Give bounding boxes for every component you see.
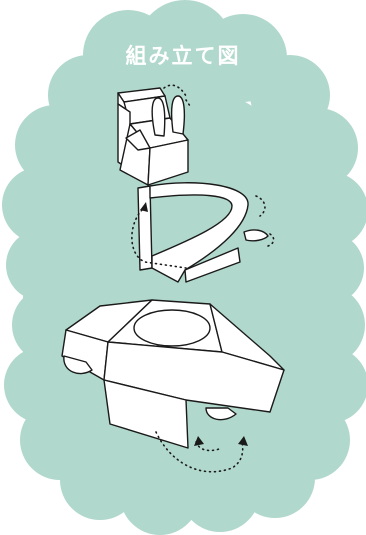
car-roof-opening (134, 310, 210, 346)
diagram-title: 組み立て図 (0, 40, 366, 70)
rabbit-box (118, 88, 188, 185)
